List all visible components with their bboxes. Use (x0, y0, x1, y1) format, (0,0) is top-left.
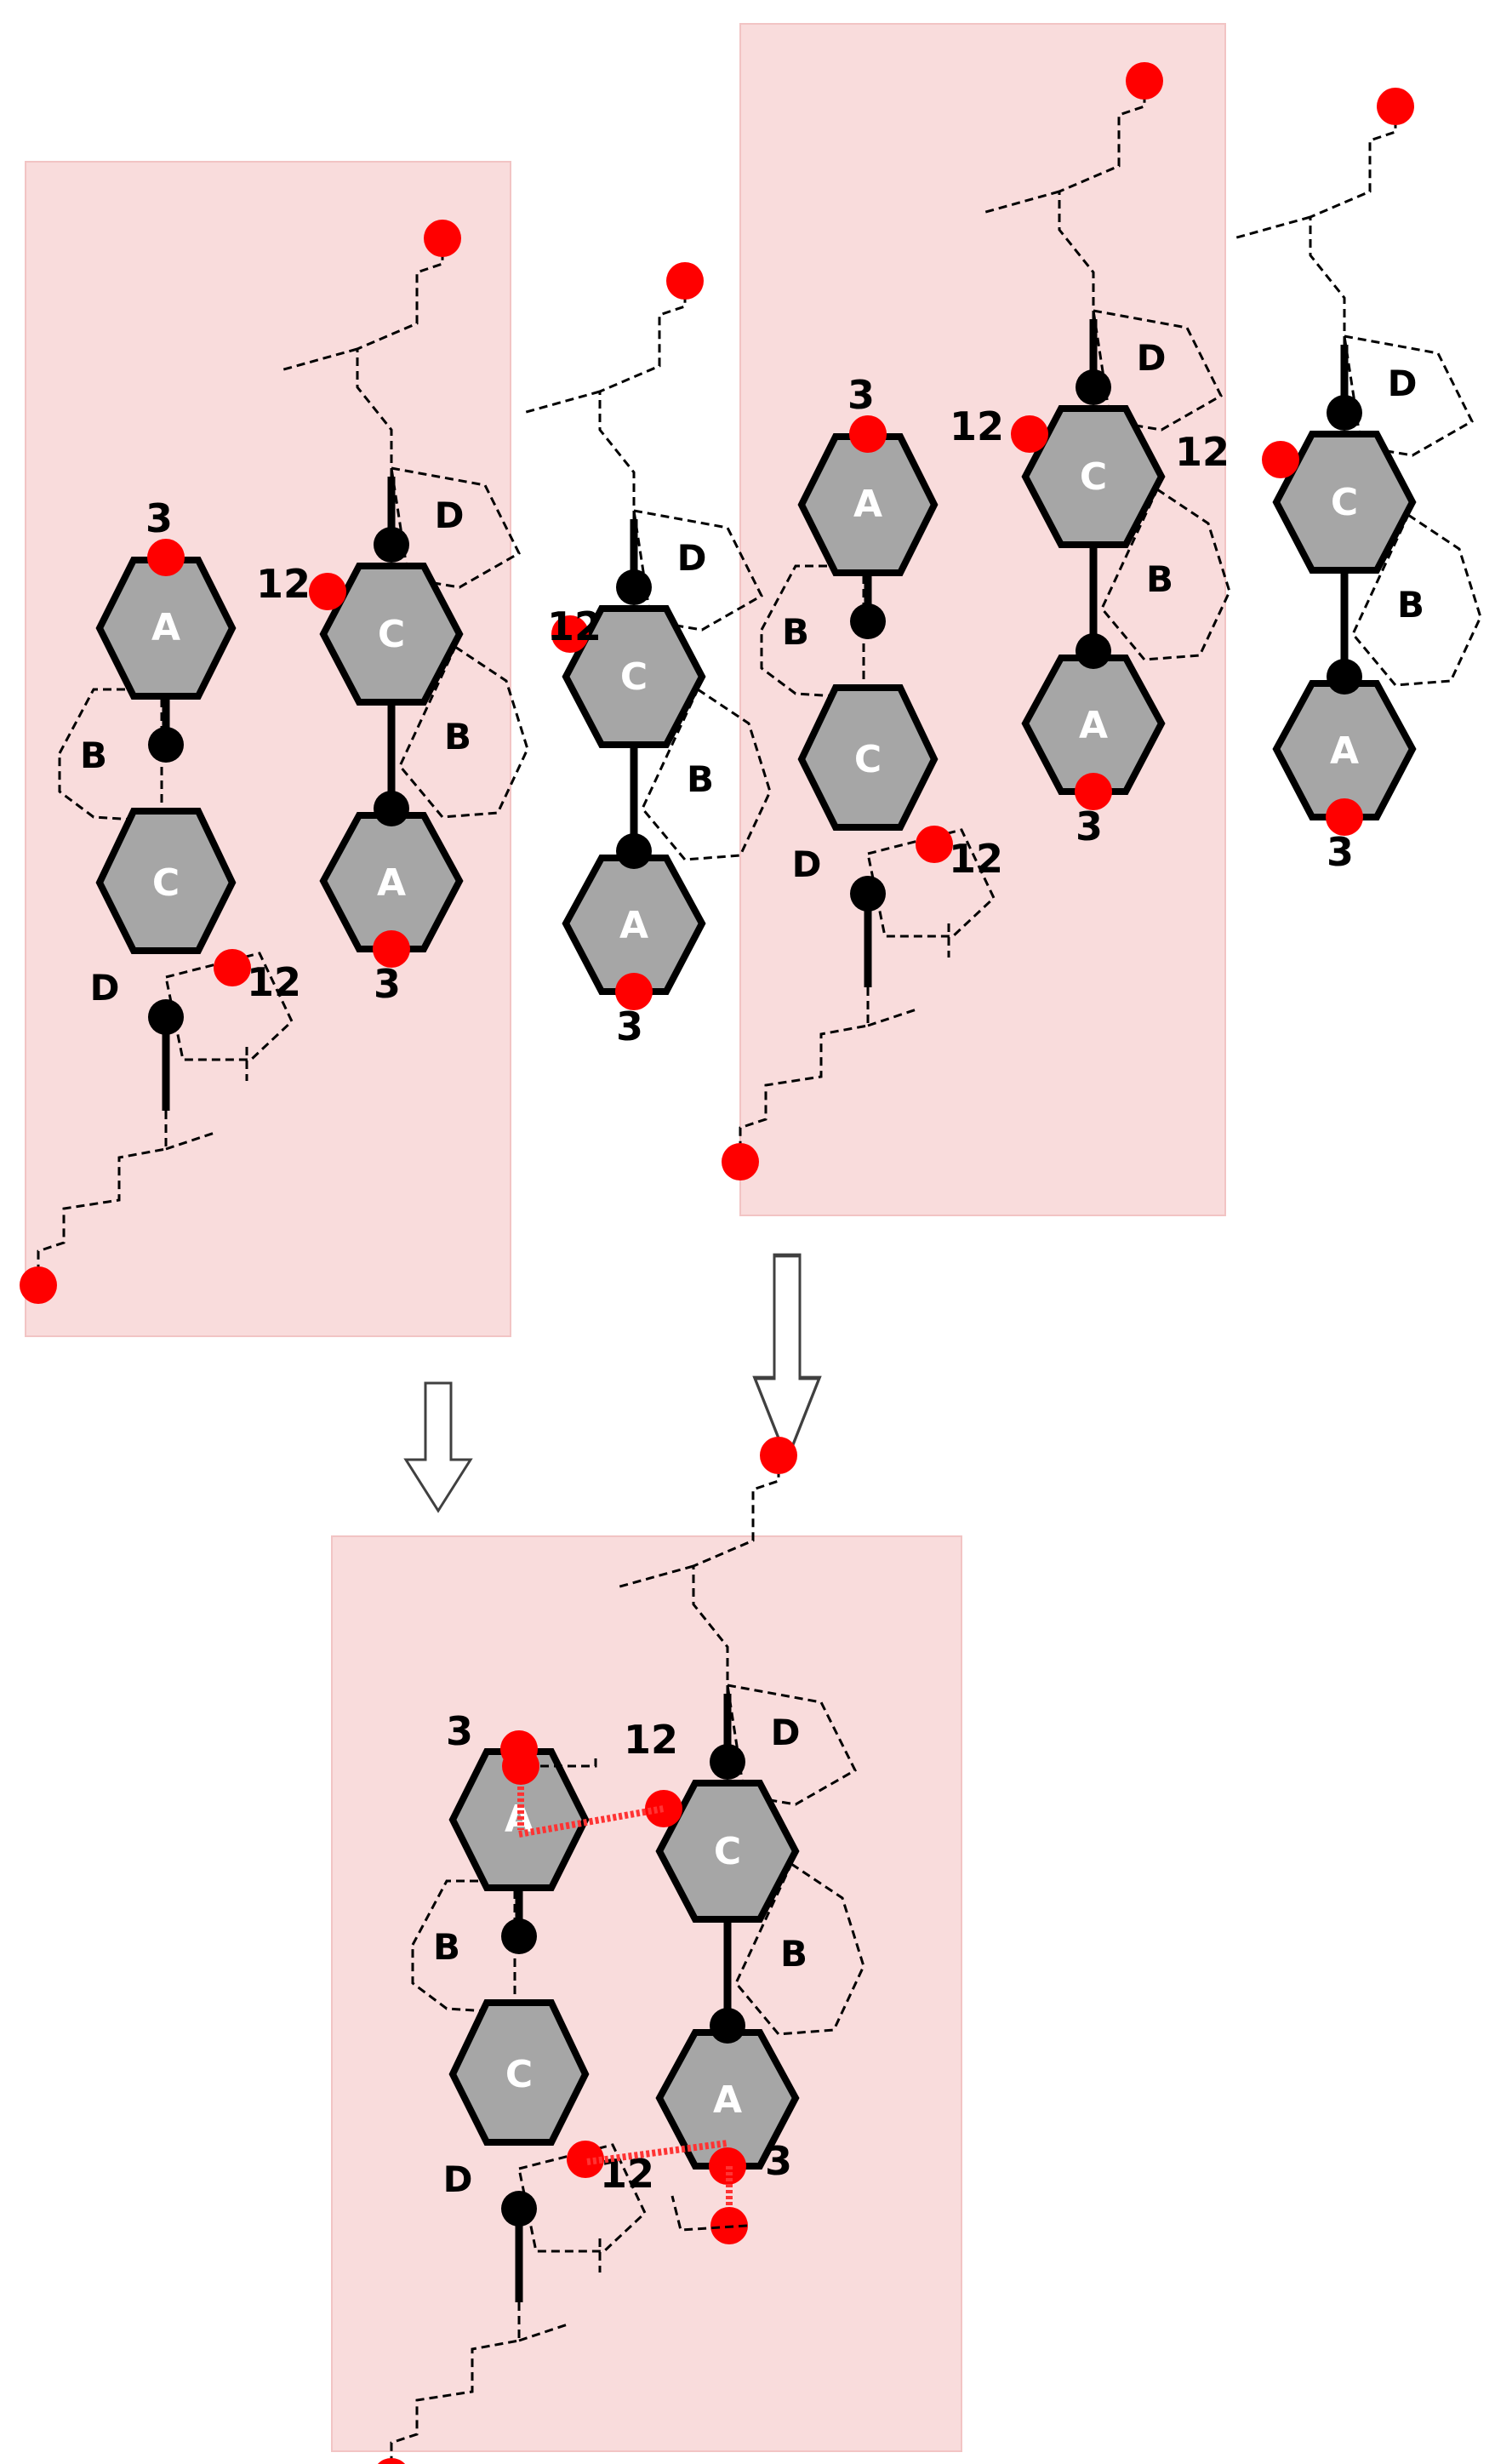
tail-bonds (540, 1753, 748, 2232)
dimer-panel-left (25, 161, 511, 1337)
position-3-label: 3 (446, 1708, 473, 1754)
position-12-label: 12 (256, 561, 311, 607)
dimer-panel-bottom (331, 1535, 962, 2452)
position-3-label: 3 (1327, 829, 1354, 875)
ring-label-c: C (1080, 455, 1107, 499)
ring-label-b: B (1146, 558, 1173, 600)
ring-label-b: B (782, 611, 809, 653)
position-3-label: 3 (765, 2138, 792, 2184)
position-12-label: 12 (949, 836, 1003, 882)
ring-label-d: D (1388, 363, 1418, 404)
ring-label-c: C (714, 1830, 741, 1873)
ring-label-a: A (853, 483, 882, 526)
molecule-3: C A B D 12 3 (523, 262, 770, 1049)
position-12-label: 12 (624, 1717, 678, 1763)
dimer-panel-right (739, 23, 1226, 1216)
ring-label-d: D (443, 2158, 473, 2200)
ring-label-d: D (677, 537, 707, 579)
ring-label-c: C (620, 655, 648, 699)
arrow-icon (404, 1381, 472, 1512)
ring-label-b: B (687, 758, 714, 800)
ring-label-d: D (1137, 337, 1167, 379)
ring-label-a: A (1330, 729, 1359, 773)
ring-label-c: C (505, 2053, 533, 2096)
position-12-label: 12 (950, 403, 1004, 449)
ring-label-b: B (780, 1933, 807, 1975)
position-3-label: 3 (616, 1003, 643, 1049)
molecule-1: A C B D 3 12 (20, 495, 301, 1304)
position-3-label: 3 (374, 961, 401, 1007)
ring-label-a: A (619, 904, 648, 947)
ring-label-a: A (1079, 704, 1108, 747)
position-3-label: 3 (847, 372, 875, 418)
dimer-molecule-left: A C B D 3 12 (373, 1708, 654, 2464)
ring-label-d: D (792, 843, 822, 885)
ring-label-a: A (377, 861, 406, 905)
position-12-label: 12 (600, 2151, 654, 2197)
ring-label-a: A (713, 2078, 742, 2122)
position-3-label: 3 (1076, 803, 1103, 849)
molecule-2: C A B D 12 3 (256, 220, 528, 1007)
ring-label-b: B (1397, 584, 1424, 626)
ring-label-c: C (854, 738, 882, 781)
position-12-label: 12 (247, 959, 301, 1005)
molecule-4: A C B D 3 12 (722, 372, 1003, 1181)
ring-label-d: D (435, 495, 465, 536)
ring-label-c: C (378, 613, 405, 656)
ring-label-b: B (444, 716, 471, 757)
molecule-6: C A B D 12 3 (1175, 88, 1481, 875)
position-3-label: 3 (146, 495, 173, 541)
ring-label-d: D (771, 1712, 801, 1753)
ring-label-c: C (152, 861, 180, 905)
molecule-5: C A B D 12 3 (950, 62, 1230, 849)
ring-label-b: B (80, 735, 107, 776)
dimer-molecule-right: C A B D 12 3 (617, 1437, 864, 2185)
position-12-label: 12 (547, 603, 602, 649)
ring-label-b: B (433, 1926, 460, 1968)
arrow-icon (755, 1255, 819, 1460)
position-12-label: 12 (1175, 429, 1230, 475)
ring-label-d: D (90, 967, 120, 1009)
ring-label-a: A (151, 606, 180, 649)
ring-label-c: C (1331, 481, 1358, 524)
